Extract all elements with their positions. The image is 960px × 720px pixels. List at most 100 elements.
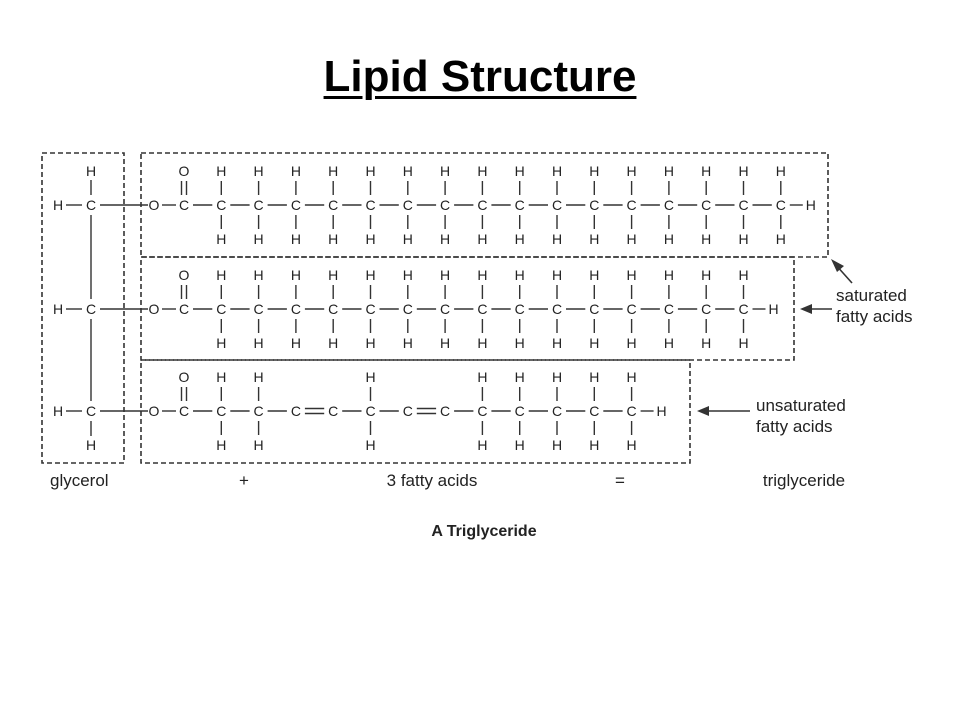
saturated-label-line1: saturated: [836, 286, 907, 305]
chain-carbon: C: [515, 403, 525, 419]
plus-sign: +: [239, 471, 249, 490]
chain-hydrogen: H: [291, 231, 301, 247]
chain-carbon: C: [216, 403, 226, 419]
chain-carbon: C: [477, 197, 487, 213]
chain-carbon: C: [403, 197, 413, 213]
chain-hydrogen: H: [328, 163, 338, 179]
chain-carbon: C: [515, 197, 525, 213]
chain-carbon: C: [440, 301, 450, 317]
chain-carbon: C: [216, 197, 226, 213]
chain-carbon: C: [589, 301, 599, 317]
chain-hydrogen: H: [776, 231, 786, 247]
chain-hydrogen: H: [738, 335, 748, 351]
chain-hydrogen: H: [627, 231, 637, 247]
chain-hydrogen: H: [515, 163, 525, 179]
chain-carbon: C: [254, 301, 264, 317]
chain-hydrogen: H: [328, 231, 338, 247]
chain-carbon: C: [291, 403, 301, 419]
chain-carbon: C: [776, 197, 786, 213]
unsaturated-arrow: [697, 406, 750, 416]
chain-hydrogen: H: [440, 335, 450, 351]
chain-hydrogen: H: [589, 369, 599, 385]
chain-hydrogen: H: [627, 437, 637, 453]
glycerol-label: glycerol: [50, 471, 109, 490]
carbonyl-carbon: C: [179, 197, 189, 213]
chain-hydrogen: H: [216, 267, 226, 283]
chain-hydrogen: H: [701, 231, 711, 247]
bond-lines: [66, 180, 803, 436]
chain-hydrogen: H: [552, 231, 562, 247]
chain-hydrogen: H: [552, 369, 562, 385]
chain-hydrogen: H: [664, 163, 674, 179]
unsaturated-label-line1: unsaturated: [756, 396, 846, 415]
chain-hydrogen: H: [477, 335, 487, 351]
glycerol-carbon: C: [86, 197, 96, 213]
chain-hydrogen: H: [254, 231, 264, 247]
chain-hydrogen: H: [365, 163, 375, 179]
chain-carbon: C: [664, 301, 674, 317]
chain-hydrogen: H: [701, 267, 711, 283]
chain-hydrogen: H: [477, 163, 487, 179]
chain-carbon: C: [627, 403, 637, 419]
chain-hydrogen: H: [254, 437, 264, 453]
chain-hydrogen: H: [216, 369, 226, 385]
unsaturated-label-line2: fatty acids: [756, 417, 833, 436]
chain-hydrogen: H: [776, 163, 786, 179]
chain-hydrogen: H: [552, 267, 562, 283]
chain-hydrogen: H: [365, 231, 375, 247]
chain-carbon: C: [477, 403, 487, 419]
saturated-arrow-upper: [831, 259, 853, 284]
chain-hydrogen: H: [328, 267, 338, 283]
glycerol-carbon: C: [86, 301, 96, 317]
chain-carbon: C: [328, 301, 338, 317]
chain-carbon: C: [216, 301, 226, 317]
chain-hydrogen: H: [552, 437, 562, 453]
chain-hydrogen: H: [515, 231, 525, 247]
chain-hydrogen: H: [254, 267, 264, 283]
chain-carbon: C: [254, 403, 264, 419]
atom-labels: C H C H C H H H O C O C H H C H H C H H C H H C H H C H H C H H C H H C H H C H…: [53, 163, 816, 453]
chain-hydrogen: H: [403, 231, 413, 247]
chain-carbon: C: [552, 403, 562, 419]
chain-hydrogen: H: [291, 163, 301, 179]
ester-oxygen: O: [149, 403, 160, 419]
chain-hydrogen: H: [254, 163, 264, 179]
carbonyl-oxygen: O: [179, 267, 190, 283]
chain-hydrogen: H: [216, 437, 226, 453]
chain-hydrogen: H: [365, 335, 375, 351]
chain-carbon: C: [291, 301, 301, 317]
chain-carbon: C: [440, 197, 450, 213]
slide-title: Lipid Structure: [323, 52, 637, 101]
ester-oxygen: O: [149, 197, 160, 213]
carbonyl-oxygen: O: [179, 369, 190, 385]
glycerol-hydrogen-top: H: [86, 163, 96, 179]
chain-hydrogen: H: [403, 335, 413, 351]
chain-hydrogen: H: [216, 163, 226, 179]
chain-hydrogen: H: [291, 267, 301, 283]
saturated-label-line2: fatty acids: [836, 307, 913, 326]
chain-hydrogen: H: [664, 335, 674, 351]
glycerol-carbon: C: [86, 403, 96, 419]
chain-hydrogen: H: [515, 437, 525, 453]
chain-hydrogen: H: [701, 335, 711, 351]
chain-carbon: C: [328, 403, 338, 419]
chain-carbon: C: [589, 197, 599, 213]
terminal-hydrogen: H: [806, 197, 816, 213]
chain-carbon: C: [552, 301, 562, 317]
chain-carbon: C: [589, 403, 599, 419]
chain-hydrogen: H: [477, 369, 487, 385]
chain-hydrogen: H: [365, 437, 375, 453]
chain-hydrogen: H: [664, 231, 674, 247]
terminal-hydrogen: H: [768, 301, 778, 317]
chain-hydrogen: H: [515, 369, 525, 385]
chain-hydrogen: H: [627, 163, 637, 179]
glycerol-hydrogen: H: [53, 403, 63, 419]
chain-hydrogen: H: [403, 267, 413, 283]
chain-hydrogen: H: [589, 231, 599, 247]
ester-oxygen: O: [149, 301, 160, 317]
chain-carbon: C: [477, 301, 487, 317]
chain-hydrogen: H: [365, 267, 375, 283]
chain-hydrogen: H: [589, 335, 599, 351]
diagram-caption: A Triglyceride: [431, 523, 536, 540]
